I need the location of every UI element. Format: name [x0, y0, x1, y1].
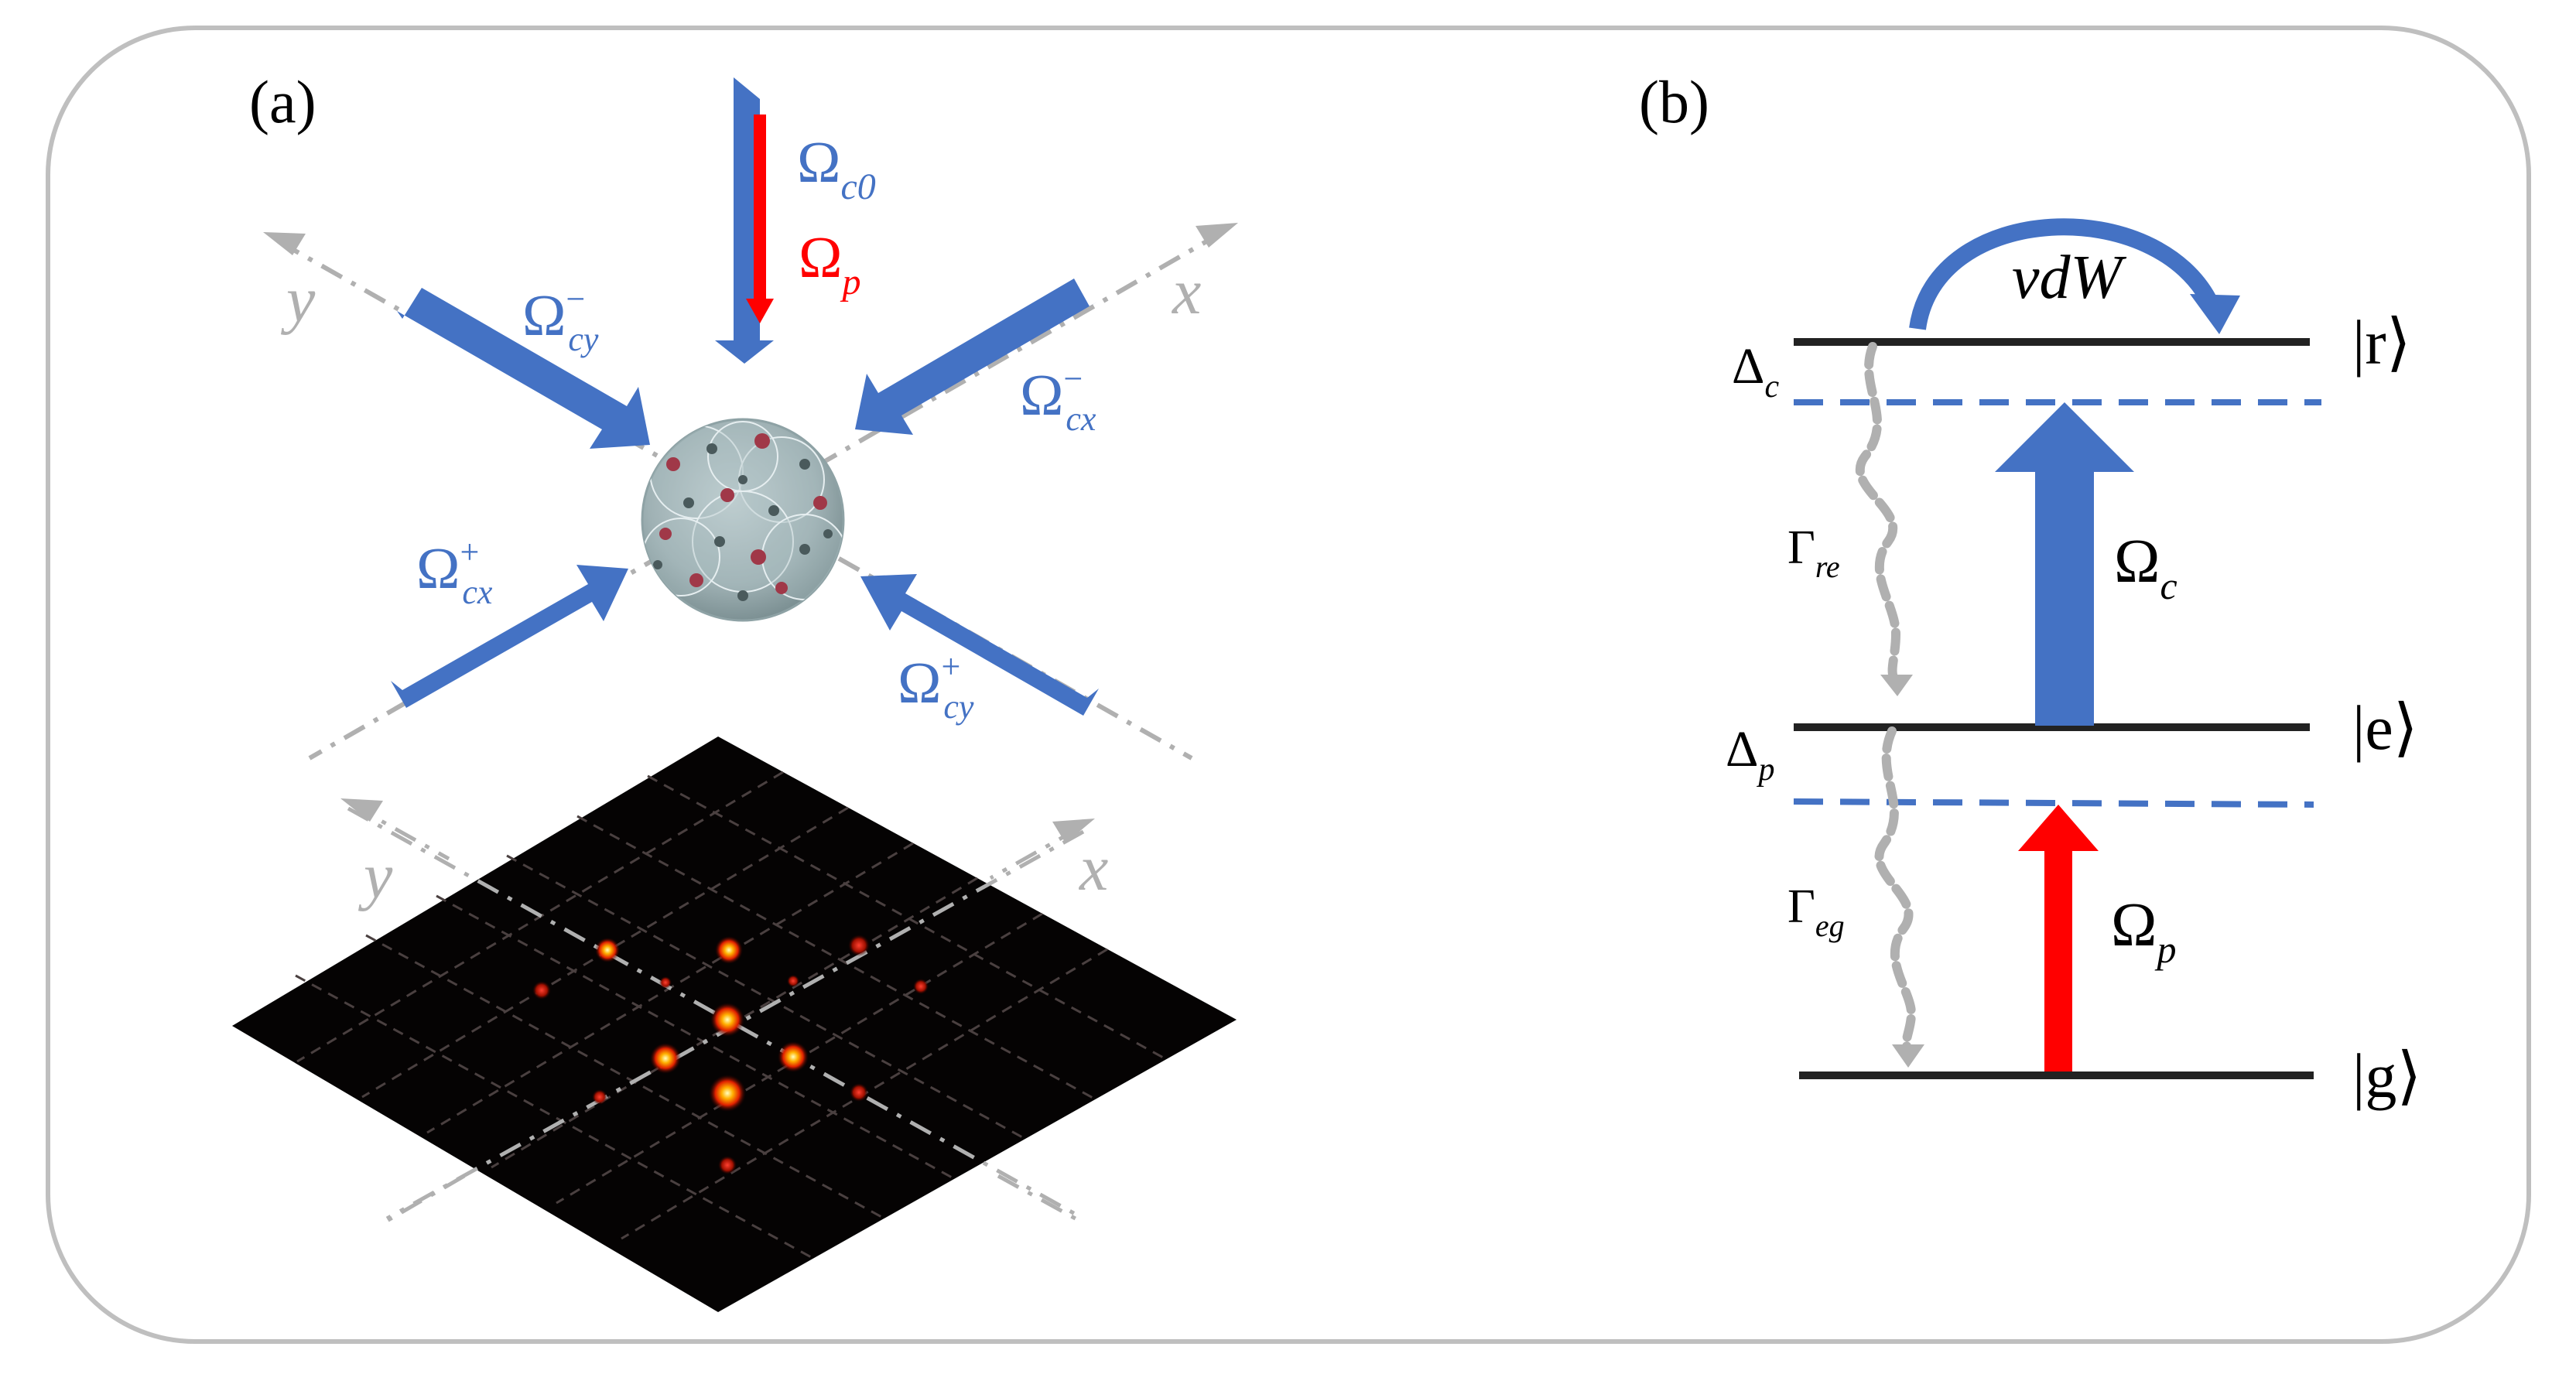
decay-arrowhead-re [1880, 675, 1913, 696]
axis-y-lower-label: y [357, 840, 393, 912]
beam-cx-plus [391, 565, 628, 708]
probe-arrow [2018, 805, 2099, 1072]
level-r-label: |r⟩ [2352, 307, 2411, 378]
label-omega-cx-minus: Ω−cx [1020, 360, 1096, 438]
lattice-pattern [232, 737, 1237, 1312]
panel-b-label: (b) [1639, 68, 1709, 135]
detuned-level-p [1793, 798, 2314, 808]
label-omega-cy-plus: Ω+cy [898, 648, 974, 726]
beam-cy-minus [397, 288, 650, 449]
label-omega-p-a: Ωp [799, 225, 860, 302]
gamma-eg-label: Γeg [1787, 880, 1845, 943]
decay-arrow-eg [1874, 726, 1917, 1053]
delta-p-label: Δp [1726, 721, 1774, 788]
axis-x-upper-label: x [1171, 256, 1201, 328]
panel-a-label: (a) [249, 68, 316, 135]
label-omega-cx-plus: Ω+cx [416, 533, 493, 611]
lower-axis-arrowheads [340, 798, 1095, 843]
level-e-label: |e⟩ [2352, 692, 2418, 763]
vdw-label: vdW [2012, 244, 2127, 312]
label-omega-c0: Ωc0 [797, 130, 876, 207]
gamma-re-label: Γre [1787, 521, 1840, 584]
omega-c-label: Ωc [2114, 528, 2177, 607]
panel-a: (a) y x [232, 68, 1238, 1312]
upper-axis-arrowheads [263, 223, 1238, 255]
decay-arrowhead-eg [1892, 1044, 1924, 1068]
decay-arrow-re [1855, 342, 1901, 685]
axis-x-lower-label: x [1078, 832, 1108, 904]
delta-c-label: Δc [1732, 338, 1779, 405]
atom-cloud-sphere [641, 418, 845, 622]
probe-beam [746, 114, 774, 323]
panel-b: (b) vdW |r⟩ |e⟩ [1639, 68, 2421, 1111]
bragg-spots [532, 935, 929, 1174]
beam-cy-plus [860, 574, 1099, 716]
coupling-arrow [1995, 402, 2134, 726]
label-omega-cy-minus: Ω−cy [522, 280, 599, 358]
axis-y-upper-label: y [280, 264, 316, 336]
beam-cx-minus [855, 279, 1097, 435]
vdw-arrow [1909, 218, 2240, 334]
omega-p-label: Ωp [2111, 891, 2176, 971]
level-g-label: |g⟩ [2352, 1041, 2421, 1111]
